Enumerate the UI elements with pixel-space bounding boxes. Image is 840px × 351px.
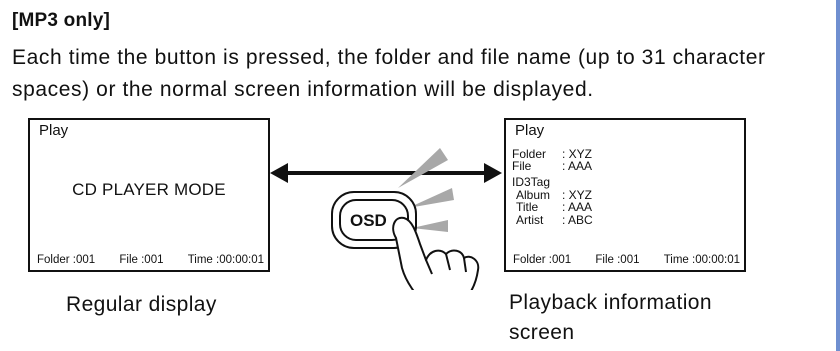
playback-info-screen: Play Folder : XYZ File : AAA ID3Tag Album:… <box>504 118 746 272</box>
artist-label: Artist <box>516 213 544 227</box>
cd-player-mode-text: CD PLAYER MODE <box>72 180 226 199</box>
artist-row: Artist : ABC <box>516 214 593 226</box>
folder-value: : XYZ <box>562 147 593 161</box>
screen-title: Play <box>515 122 545 139</box>
caption-line-2: screen <box>509 321 575 344</box>
title-value: : AAA <box>562 200 593 214</box>
regular-display-screen: Play CD PLAYER MODE Folder :001 File :00… <box>28 118 270 272</box>
footer-folder: Folder :001 <box>37 254 96 266</box>
footer-folder: Folder :001 <box>513 254 572 266</box>
album-value: : XYZ <box>562 188 593 202</box>
section-heading: [MP3 only] <box>12 10 111 31</box>
screen-title: Play <box>39 122 69 139</box>
page-edge-divider <box>836 0 840 351</box>
double-arrow-icon <box>270 163 502 183</box>
album-label: Album <box>516 188 551 202</box>
playback-info-caption: Playback information screen <box>509 288 712 348</box>
title-row: Title : AAA <box>516 201 592 213</box>
pointing-hand-icon <box>392 216 480 290</box>
description-text: Each time the button is pressed, the fol… <box>12 46 766 101</box>
album-row: Album : XYZ <box>516 189 592 201</box>
file-value: : AAA <box>562 159 593 173</box>
osd-button-illustration: OSD <box>331 148 480 290</box>
caption-line-1: Playback information <box>509 291 712 314</box>
osd-button-label: OSD <box>350 211 387 230</box>
folder-label: Folder <box>512 147 547 161</box>
screen-footer: Folder :001 File :001 Time :00:00:01 <box>37 254 264 266</box>
spark-ray <box>412 220 448 232</box>
spark-ray <box>398 148 448 188</box>
footer-time: Time :00:00:01 <box>663 254 740 266</box>
spark-ray <box>408 188 454 208</box>
artist-value: : ABC <box>562 213 593 227</box>
folder-row: Folder : XYZ <box>512 148 592 160</box>
screen-footer: Folder :001 File :001 Time :00:00:01 <box>513 254 740 266</box>
id3tag-label: ID3Tag <box>512 175 551 189</box>
footer-file: File :001 <box>595 254 640 266</box>
title-label: Title <box>516 200 539 214</box>
footer-file: File :001 <box>119 254 164 266</box>
file-row: File : AAA <box>512 160 592 172</box>
footer-time: Time :00:00:01 <box>187 254 264 266</box>
regular-display-caption: Regular display <box>66 293 217 316</box>
file-label: File <box>512 159 532 173</box>
